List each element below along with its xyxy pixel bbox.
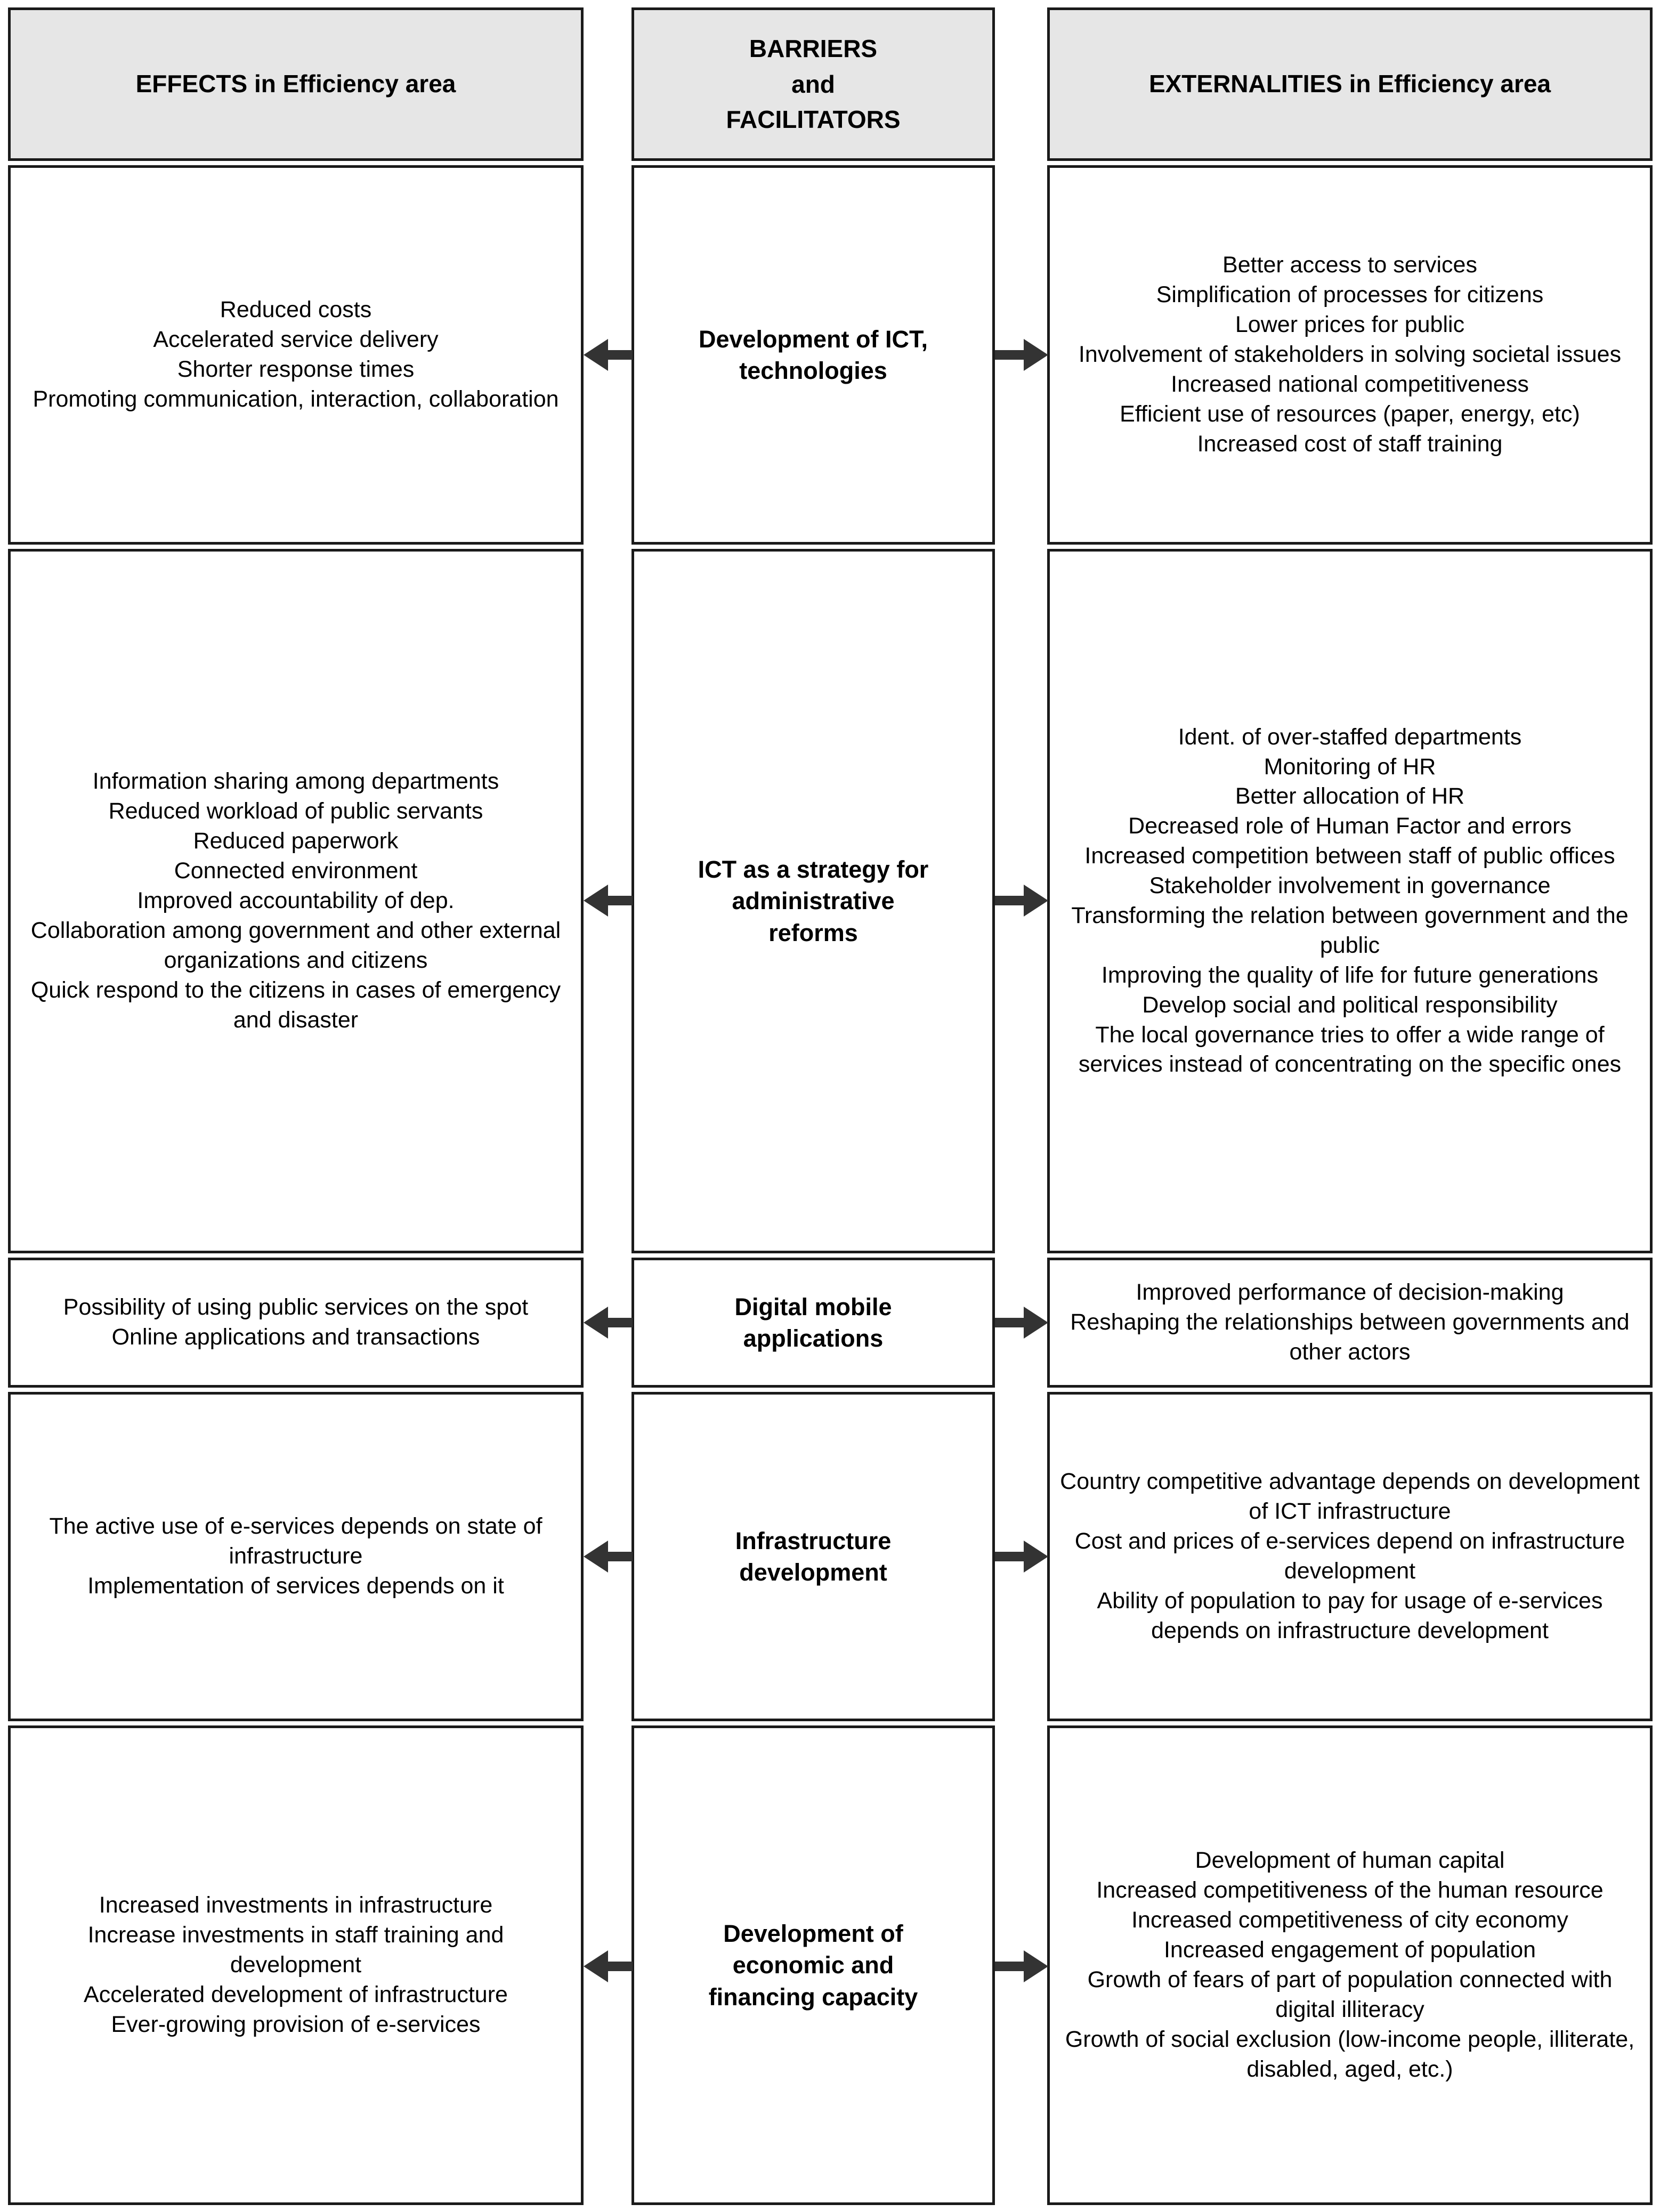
arrow-left-shaft-row-3: [605, 1318, 633, 1327]
arrow-left-head-row-2: [584, 885, 608, 917]
externalities-text-row-2: Ident. of over-staffed departments Monit…: [1071, 724, 1629, 1077]
arrow-right-shaft-row-4: [995, 1552, 1027, 1561]
effects-text-row-3: Possibility of using public services on …: [63, 1294, 529, 1350]
effects-cell-row-3: Possibility of using public services on …: [8, 1258, 584, 1388]
externalities-cell-row-1: Better access to services Simplification…: [1047, 165, 1653, 545]
arrow-right-head-row-4: [1024, 1541, 1048, 1573]
effects-cell-row-5: Increased investments in infrastructure …: [8, 1725, 584, 2205]
externalities-cell-row-2: Ident. of over-staffed departments Monit…: [1047, 549, 1653, 1253]
externalities-cell-row-4: Country competitive advantage depends on…: [1047, 1392, 1653, 1721]
header-externalities-label: EXTERNALITIES in Efficiency area: [1148, 70, 1551, 98]
effects-text-row-4: The active use of e-services depends on …: [49, 1513, 542, 1599]
header-barriers-facilitators: BARRIERS and FACILITATORS: [631, 7, 995, 161]
effects-cell-row-2: Information sharing among departments Re…: [8, 549, 584, 1253]
effects-text-row-5: Increased investments in infrastructure …: [84, 1892, 508, 2037]
effects-text-row-2: Information sharing among departments Re…: [30, 768, 561, 1033]
arrow-left-head-row-3: [584, 1307, 608, 1339]
arrow-left-shaft-row-1: [605, 350, 633, 360]
effects-cell-row-1: Reduced costs Accelerated service delive…: [8, 165, 584, 545]
arrow-right-shaft-row-5: [995, 1962, 1027, 1971]
arrow-left-head-row-4: [584, 1541, 608, 1573]
barrier-cell-row-1: Development of ICT, technologies: [631, 165, 995, 545]
barrier-cell-row-4: Infrastructure development: [631, 1392, 995, 1721]
arrow-right-shaft-row-1: [995, 350, 1027, 360]
barrier-text-row-1: Development of ICT, technologies: [698, 325, 928, 384]
barrier-text-row-5: Development of economic and financing ca…: [708, 1919, 918, 2011]
header-effects-label: EFFECTS in Efficiency area: [135, 70, 456, 98]
header-barriers-label: BARRIERS and FACILITATORS: [726, 34, 901, 134]
barrier-cell-row-5: Development of economic and financing ca…: [631, 1725, 995, 2205]
barrier-cell-row-2: ICT as a strategy for administrative ref…: [631, 549, 995, 1253]
barrier-text-row-2: ICT as a strategy for administrative ref…: [698, 855, 929, 946]
arrow-right-head-row-5: [1024, 1950, 1048, 1982]
arrow-left-head-row-1: [584, 339, 608, 371]
arrow-right-head-row-3: [1024, 1307, 1048, 1339]
arrow-right-head-row-1: [1024, 339, 1048, 371]
externalities-text-row-4: Country competitive advantage depends on…: [1060, 1469, 1640, 1643]
header-externalities: EXTERNALITIES in Efficiency area: [1047, 7, 1653, 161]
externalities-cell-row-5: Development of human capital Increased c…: [1047, 1725, 1653, 2205]
header-effects: EFFECTS in Efficiency area: [8, 7, 584, 161]
arrow-left-head-row-5: [584, 1950, 608, 1982]
arrow-left-shaft-row-4: [605, 1552, 633, 1561]
barrier-cell-row-3: Digital mobile applications: [631, 1258, 995, 1388]
externalities-text-row-5: Development of human capital Increased c…: [1065, 1848, 1635, 2082]
effects-text-row-1: Reduced costs Accelerated service delive…: [33, 297, 559, 412]
arrow-left-shaft-row-2: [605, 896, 633, 905]
effects-cell-row-4: The active use of e-services depends on …: [8, 1392, 584, 1721]
barrier-text-row-3: Digital mobile applications: [734, 1293, 892, 1352]
barrier-text-row-4: Infrastructure development: [735, 1527, 892, 1586]
arrow-left-shaft-row-5: [605, 1962, 633, 1971]
externalities-text-row-1: Better access to services Simplification…: [1078, 252, 1622, 457]
arrow-right-shaft-row-2: [995, 896, 1027, 905]
externalities-cell-row-3: Improved performance of decision-making …: [1047, 1258, 1653, 1388]
externalities-text-row-3: Improved performance of decision-making …: [1070, 1279, 1630, 1365]
arrow-right-head-row-2: [1024, 885, 1048, 917]
arrow-right-shaft-row-3: [995, 1318, 1027, 1327]
